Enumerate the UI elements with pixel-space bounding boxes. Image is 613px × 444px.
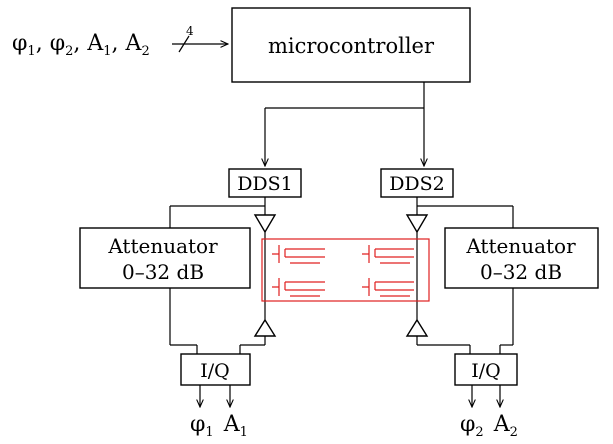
left-upper-amplifier bbox=[253, 214, 277, 234]
right-upper-amplifier bbox=[405, 214, 429, 234]
microcontroller-label: microcontroller bbox=[268, 34, 435, 58]
attenuator-right-line2: 0–32 dB bbox=[480, 260, 562, 284]
input-label: φ1, φ2, A1, A2 bbox=[12, 31, 150, 59]
attenuator-right-line1: Attenuator bbox=[465, 234, 576, 258]
attenuator-right-block bbox=[444, 227, 599, 289]
coupler-right-bottom bbox=[362, 278, 414, 297]
iq-right-label: I/Q bbox=[471, 360, 500, 382]
coupler-frame bbox=[261, 238, 430, 302]
coupler-overlay bbox=[261, 238, 430, 302]
iq-left-block bbox=[180, 353, 251, 386]
left-lower-amplifier bbox=[253, 318, 277, 337]
coupler-left-top bbox=[272, 245, 325, 264]
bus-width-label: 4 bbox=[186, 24, 194, 38]
dds2-label: DDS2 bbox=[389, 173, 445, 195]
coupler-left-bottom bbox=[272, 278, 325, 297]
microcontroller-block bbox=[231, 7, 471, 83]
dds1-label: DDS1 bbox=[237, 173, 293, 195]
attenuator-left-line1: Attenuator bbox=[107, 234, 218, 258]
right-lower-amplifier bbox=[405, 318, 429, 337]
attenuator-left-line2: 0–32 dB bbox=[122, 260, 204, 284]
bus-slash bbox=[178, 35, 190, 53]
iq-left-label: I/Q bbox=[200, 360, 229, 382]
attenuator-left-block bbox=[79, 227, 251, 289]
svg-text:φ1, φ2, A1, A2: φ1, φ2, A1, A2 bbox=[12, 31, 150, 59]
iq-right-block bbox=[454, 353, 518, 386]
coupler-right-top bbox=[362, 245, 414, 264]
